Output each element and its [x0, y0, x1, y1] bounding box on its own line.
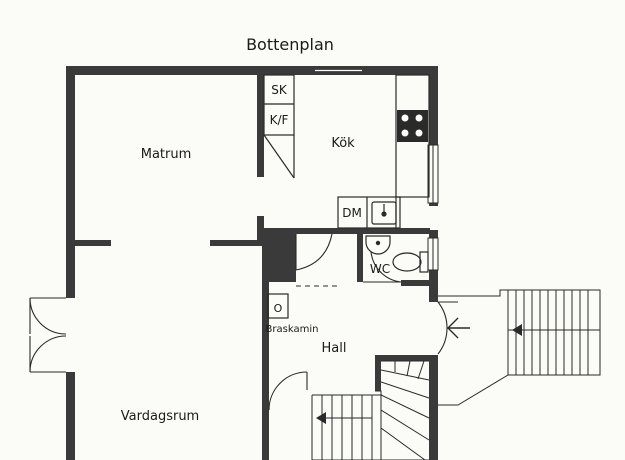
exterior-stairs [438, 289, 601, 406]
kitchen-window [427, 144, 439, 204]
toilet-icon [392, 251, 429, 273]
plan-title: Bottenplan [246, 35, 334, 54]
interior-stairs [311, 360, 430, 460]
wc-basin-icon [365, 235, 391, 255]
entrance-arrow-icon [447, 317, 470, 339]
stove-icon [397, 110, 428, 142]
braskamin: O [267, 293, 289, 319]
room-label-matrum: Matrum [141, 147, 192, 162]
braskamin-label: Braskamin [266, 324, 319, 335]
wc-window [427, 237, 439, 271]
room-label-kok: Kök [331, 136, 355, 151]
room-label-vardagsrum: Vardagsrum [121, 409, 199, 424]
kitchen-sink-icon [371, 201, 397, 225]
sk-label: SK [271, 83, 288, 97]
kf-label: K/F [270, 113, 289, 127]
braskamin-symbol: O [274, 302, 283, 315]
interior-walls [75, 75, 438, 460]
interior-stair-arrow-icon [316, 412, 372, 424]
dm-label: DM [342, 206, 362, 220]
stair-arrow-icon [512, 324, 522, 336]
french-doors [29, 297, 67, 373]
doors [268, 233, 458, 411]
wc-label: WC [370, 262, 390, 276]
room-label-hall: Hall [322, 341, 347, 356]
